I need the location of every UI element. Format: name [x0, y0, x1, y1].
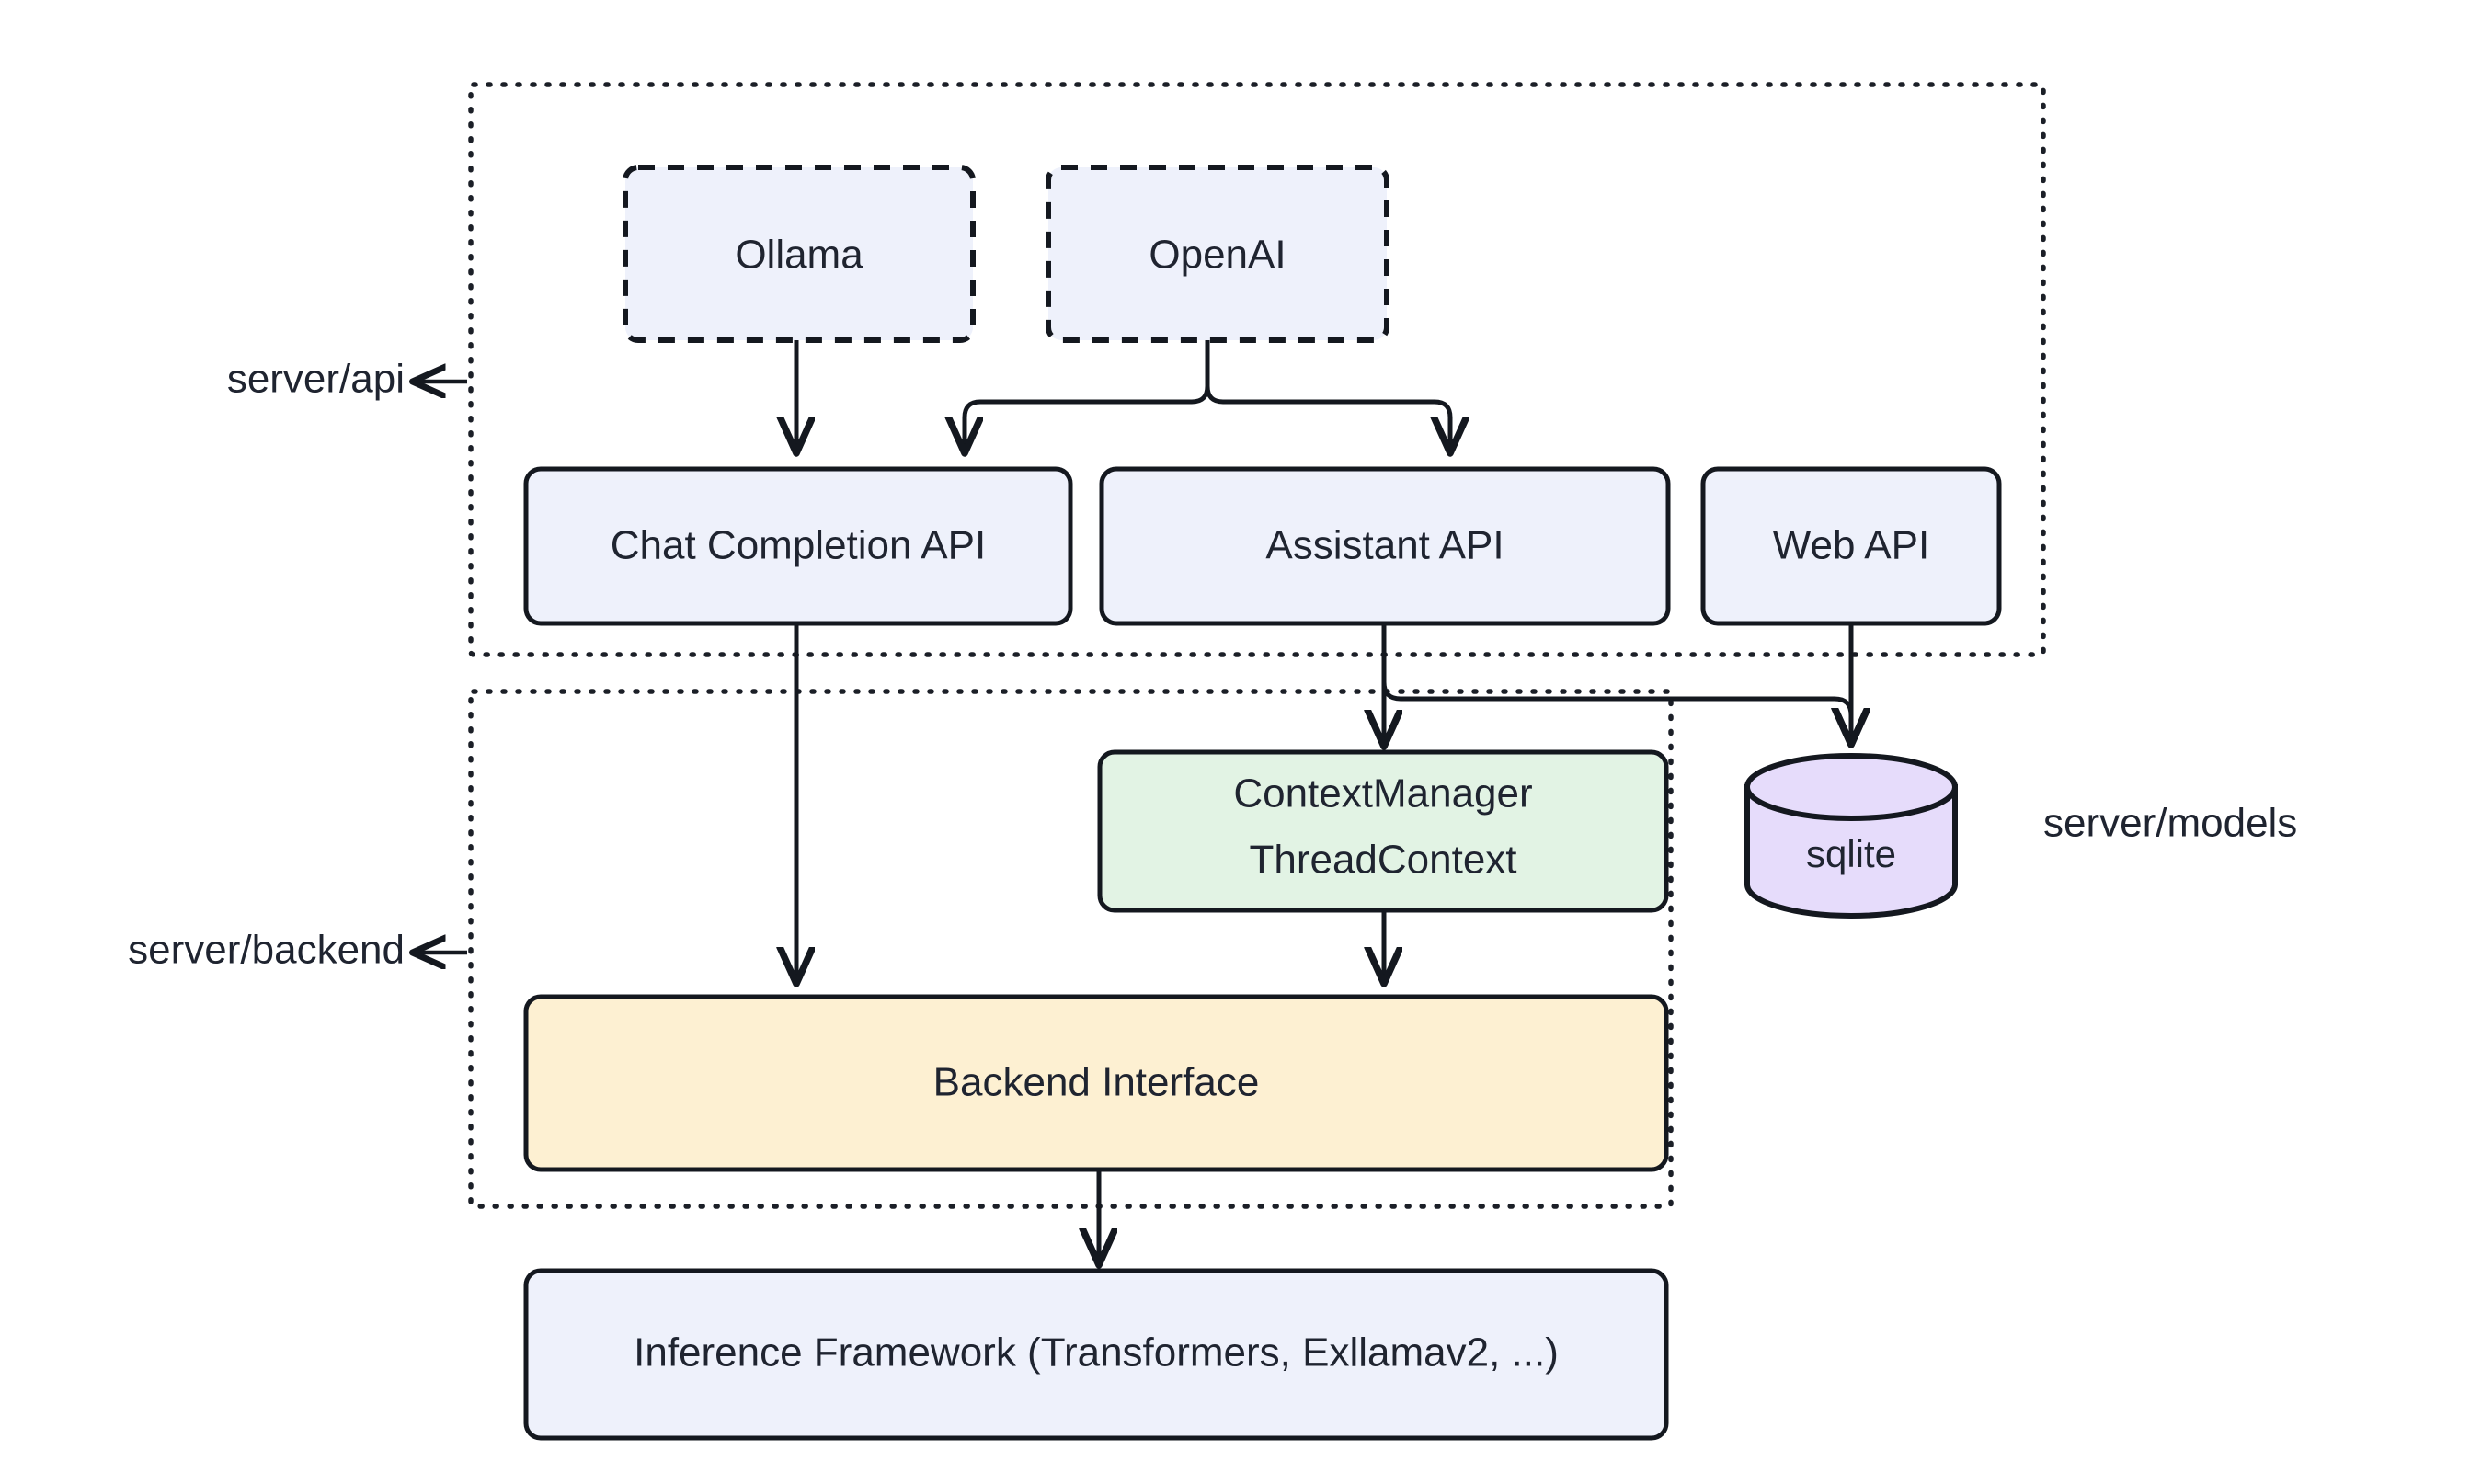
group-container-api: [468, 82, 2046, 657]
group-label-models: server/models: [2043, 801, 2297, 846]
group-label-api: server/api: [227, 357, 405, 402]
edge-openai-to-assistant-api: [1205, 340, 1450, 450]
group-label-backend-wrap: server/backend: [128, 928, 467, 973]
node-sqlite[interactable]: sqlite: [1744, 753, 1958, 919]
node-backend-interface-label: Backend Interface: [933, 1060, 1260, 1105]
node-sqlite-label: sqlite: [1806, 832, 1896, 875]
node-chat-completion-api-label: Chat Completion API: [611, 523, 986, 568]
node-ollama[interactable]: Ollama: [623, 165, 976, 343]
node-ollama-box: [623, 165, 976, 343]
node-assistant-api[interactable]: Assistant API: [1099, 466, 1671, 626]
node-inference-framework[interactable]: Inference Framework (Transformers, Exlla…: [523, 1268, 1669, 1441]
node-web-api-box: [1700, 466, 2002, 626]
node-chat-completion-api[interactable]: Chat Completion API: [523, 466, 1073, 626]
edge-openai-to-chat-completion-api: [965, 340, 1210, 450]
node-backend-interface[interactable]: Backend Interface: [523, 994, 1669, 1172]
node-web-api[interactable]: Web API: [1700, 466, 2002, 626]
node-openai[interactable]: OpenAI: [1046, 165, 1389, 343]
node-openai-box: [1046, 165, 1389, 343]
node-context-manager-box: [1097, 749, 1669, 913]
node-inference-framework-box: [523, 1268, 1669, 1441]
node-sqlite-top: [1744, 753, 1958, 821]
group-label-backend: server/backend: [128, 928, 405, 973]
node-openai-label: OpenAI: [1149, 233, 1286, 278]
node-ollama-label: Ollama: [735, 233, 863, 278]
node-chat-completion-api-box: [523, 466, 1073, 626]
node-web-api-label: Web API: [1773, 523, 1929, 568]
node-inference-framework-label: Inference Framework (Transformers, Exlla…: [634, 1330, 1559, 1376]
edge-assistant-api-to-sqlite: [1381, 622, 1851, 741]
group-label-api-wrap: server/api: [227, 357, 467, 402]
node-backend-interface-box: [523, 994, 1669, 1172]
node-context-manager-label-line2: ThreadContext: [1249, 838, 1516, 883]
node-assistant-api-box: [1099, 466, 1671, 626]
node-context-manager[interactable]: ContextManager ThreadContext: [1097, 749, 1669, 913]
group-container-backend: [468, 689, 1674, 1209]
node-context-manager-label-line1: ContextManager: [1233, 771, 1532, 816]
node-assistant-api-label: Assistant API: [1265, 523, 1504, 568]
node-sqlite-body: [1744, 784, 1958, 919]
